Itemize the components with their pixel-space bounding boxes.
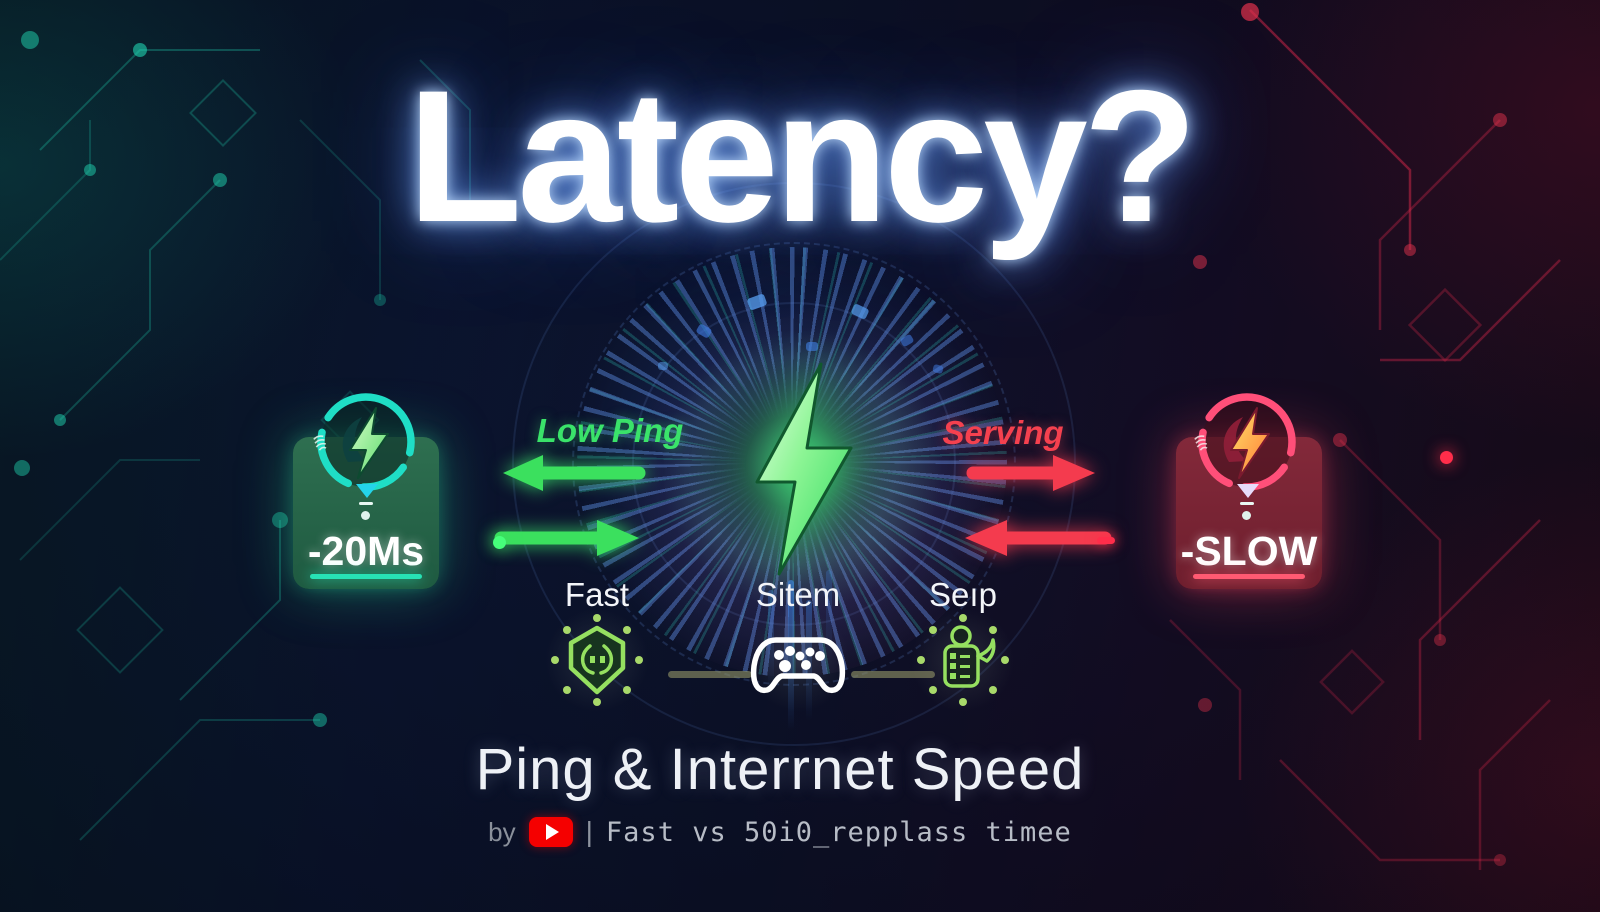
ping-value-fast: -20Ms [307, 528, 425, 574]
signal-squiggle-icon [313, 435, 327, 451]
flow-connector [668, 671, 752, 678]
gauge-dash [1240, 502, 1254, 505]
glow-chip [658, 362, 668, 370]
arrow-right-green-icon [493, 517, 645, 559]
lightning-bolt-icon [755, 362, 853, 576]
flow-node-label: Fast [564, 576, 630, 613]
youtube-icon [528, 817, 573, 847]
speedometer-lightning-icon [317, 393, 415, 498]
ping-value-slow: -SLOW [1180, 528, 1318, 574]
footer-title: Ping & Interrnet Speed [475, 737, 1085, 802]
gauge-dot [361, 511, 370, 520]
glow-dot-green [493, 536, 506, 549]
byline-text: Fast vs 50i0_repplass timee [605, 816, 1072, 848]
glow-dot-red [1440, 451, 1453, 464]
arrow-right-red-icon [965, 452, 1100, 494]
page-title: Latency? [407, 51, 1197, 261]
server-icon [917, 614, 1009, 706]
arrow-left-green-icon [497, 452, 647, 494]
arrow-left-red-icon [955, 517, 1113, 559]
glow-dash-red [1097, 537, 1115, 544]
flow-connector [851, 671, 935, 678]
gauge-dot [1242, 511, 1251, 520]
low-ping-label: Low Ping [536, 412, 684, 449]
light-streak [826, 570, 832, 660]
shield-icon [551, 614, 643, 706]
byline-separator: | [585, 816, 593, 847]
card-underline [310, 574, 422, 579]
flow-node-label: Seıp [929, 576, 997, 613]
burst-ring-middle [572, 242, 1016, 686]
play-icon [545, 824, 559, 840]
burst-ring-outer [512, 182, 1076, 746]
glow-chip [806, 342, 818, 351]
gauge-dash [359, 502, 373, 505]
byline-prefix: by [488, 816, 516, 847]
flow-node-label: Sitem [755, 576, 841, 613]
byline: by | Fast vs 50i0_repplass timee [0, 816, 1560, 848]
light-streak [806, 600, 812, 720]
card-underline [1193, 574, 1305, 579]
speedometer-lightning-icon [1198, 393, 1296, 498]
signal-squiggle-icon [1194, 435, 1208, 451]
gamepad-icon [750, 637, 846, 694]
serving-label: Serving [942, 414, 1064, 451]
